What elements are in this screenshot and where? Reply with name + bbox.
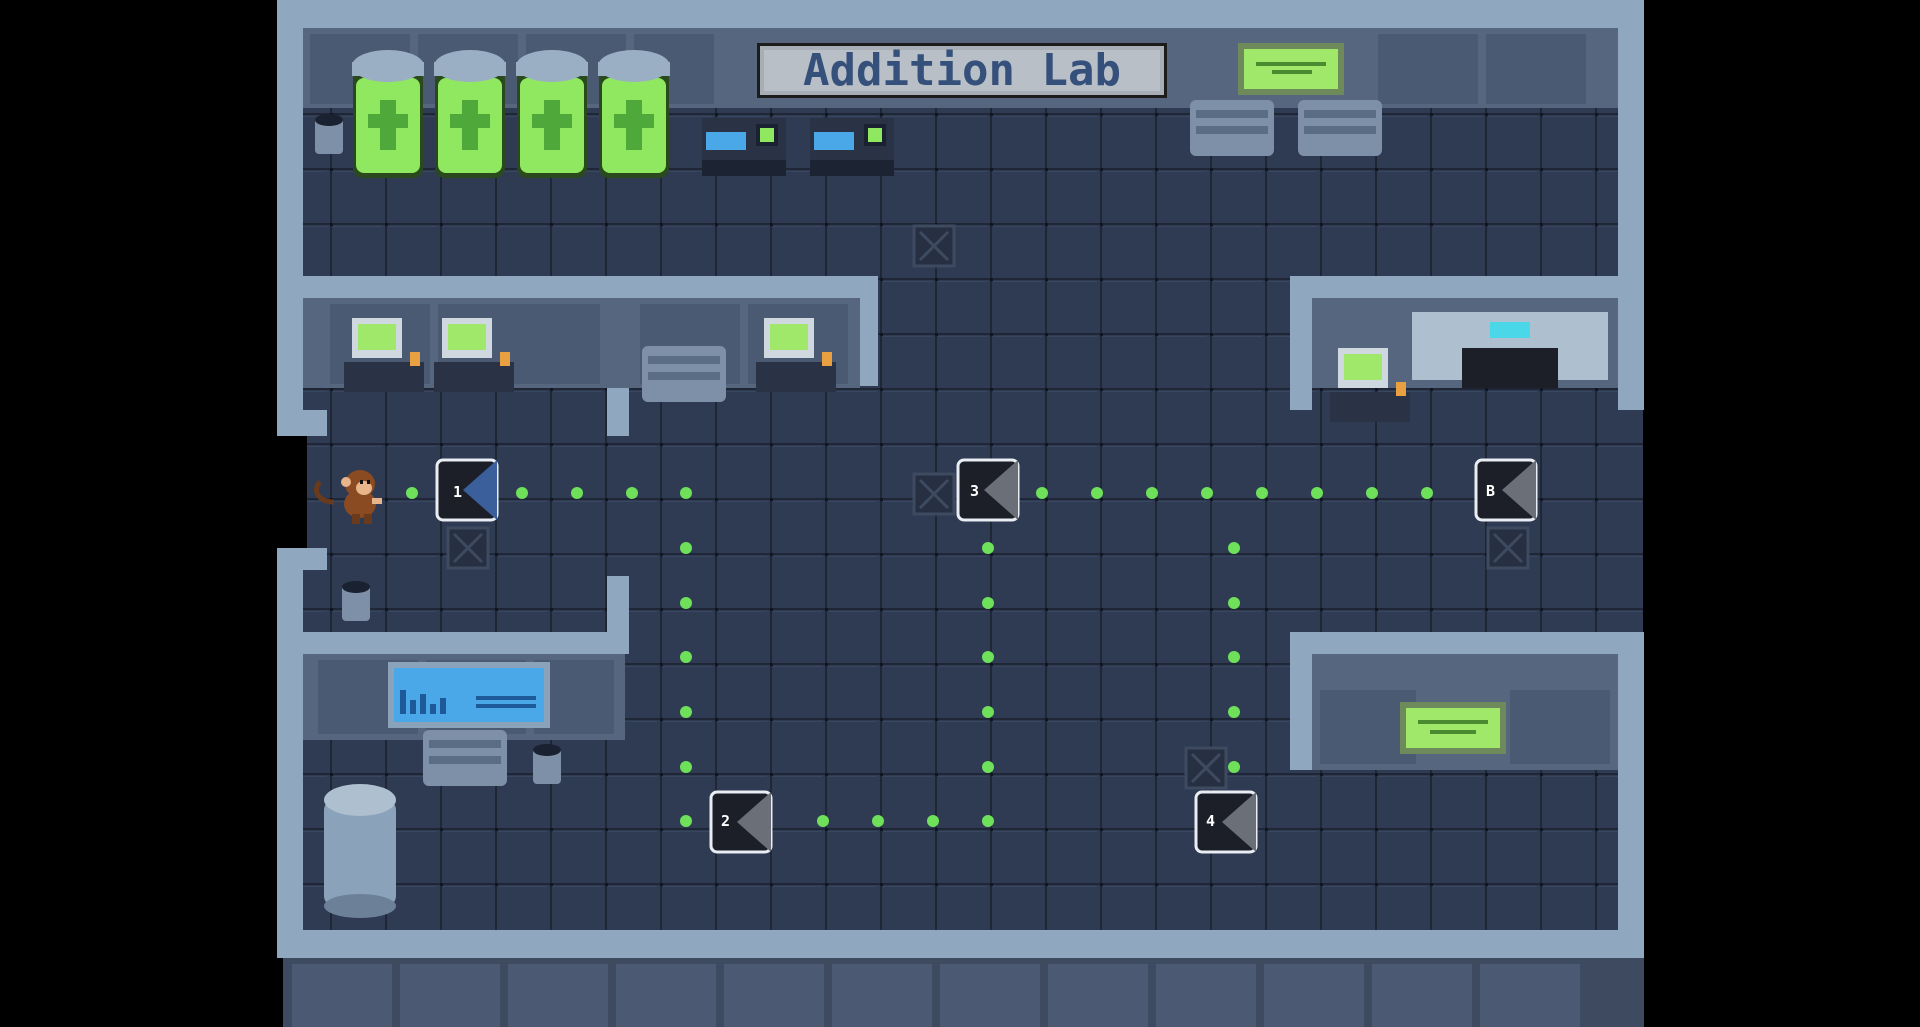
path-dot: [817, 815, 829, 827]
floor-vent-icon: [1184, 746, 1228, 790]
title-text: Addition Lab: [803, 45, 1121, 96]
path-dot: [680, 487, 692, 499]
path-dot: [872, 815, 884, 827]
path-dot: [982, 706, 994, 718]
node-1-label: 1: [453, 483, 462, 501]
title-sign: Addition Lab: [757, 43, 1167, 98]
node-b-label: B: [1486, 482, 1495, 500]
path-dot: [680, 542, 692, 554]
path: [406, 487, 1433, 827]
machine-console-icon: [1412, 312, 1608, 388]
path-dot: [982, 542, 994, 554]
computer-desk-icon: [344, 318, 424, 392]
node-3[interactable]: 3: [956, 458, 1020, 522]
cylinder-tank-icon: [324, 784, 396, 918]
path-dot: [982, 651, 994, 663]
path-dot: [680, 706, 692, 718]
path-dot: [1311, 487, 1323, 499]
crate-icon: [423, 730, 507, 786]
path-dot: [1256, 487, 1268, 499]
tank-icon: [352, 50, 424, 178]
monkey-icon[interactable]: [314, 470, 382, 524]
trash-bin-icon: [342, 581, 370, 621]
path-dot: [1091, 487, 1103, 499]
path-dot: [680, 815, 692, 827]
floor-vent-icon: [1486, 526, 1530, 570]
specimen-tanks: [352, 50, 670, 178]
path-dot: [1228, 706, 1240, 718]
tank-icon: [516, 50, 588, 178]
path-dot: [1421, 487, 1433, 499]
node-b[interactable]: B: [1474, 458, 1538, 522]
computer-desk-icon: [756, 318, 836, 392]
path-dot: [1228, 597, 1240, 609]
path-dot: [1201, 487, 1213, 499]
trash-bin-icon: [315, 114, 343, 154]
path-dot: [571, 487, 583, 499]
node-3-label: 3: [970, 482, 979, 500]
path-dot: [680, 651, 692, 663]
path-dot: [1366, 487, 1378, 499]
path-dot: [927, 815, 939, 827]
node-2[interactable]: 2: [709, 790, 773, 854]
path-dot: [516, 487, 528, 499]
node-4[interactable]: 4: [1194, 790, 1258, 854]
computer-desk-icon: [434, 318, 514, 392]
node-4-label: 4: [1206, 812, 1215, 830]
crate-icon: [1190, 100, 1274, 156]
path-dot: [680, 761, 692, 773]
data-screen-icon: [388, 662, 550, 728]
tank-icon: [598, 50, 670, 178]
trash-bin-icon: [533, 744, 561, 784]
floor-vent-icon: [912, 472, 956, 516]
wall-monitor-icon: [1400, 702, 1506, 754]
crate-icon: [1298, 100, 1382, 156]
path-dot: [1228, 651, 1240, 663]
floor-vent-icon: [446, 526, 490, 570]
path-dot: [406, 487, 418, 499]
path-dot: [1036, 487, 1048, 499]
path-dot: [982, 815, 994, 827]
path-dot: [1228, 761, 1240, 773]
path-dot: [1146, 487, 1158, 499]
wall-monitor-icon: [1238, 43, 1344, 95]
path-dot: [982, 597, 994, 609]
path-dot: [680, 597, 692, 609]
crate-icon: [642, 346, 726, 402]
computer-desk-icon: [1330, 348, 1410, 422]
floor-vent-icon: [912, 224, 956, 268]
lab-station-icon: [810, 118, 894, 176]
path-dot: [626, 487, 638, 499]
lab-station-icon: [702, 118, 786, 176]
path-dot: [1228, 542, 1240, 554]
tank-icon: [434, 50, 506, 178]
path-dot: [982, 761, 994, 773]
node-1[interactable]: 1: [435, 458, 499, 522]
node-2-label: 2: [721, 812, 730, 830]
